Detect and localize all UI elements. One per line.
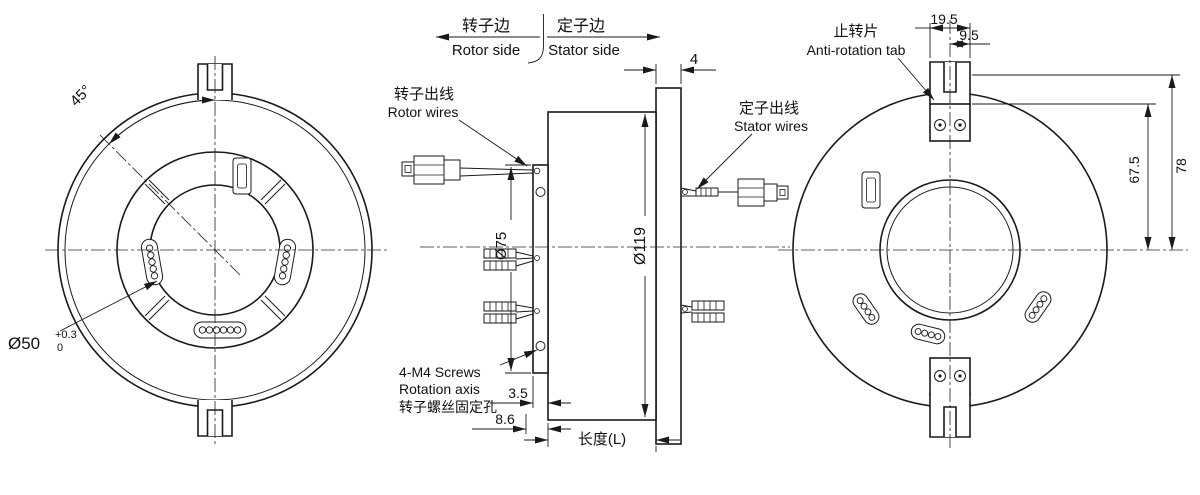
length-label: 长度(L): [578, 431, 626, 448]
stator-body: [547, 111, 657, 421]
stator-wires-group: [680, 178, 789, 323]
length-dim: 长度(L): [524, 423, 680, 452]
rotor-screw-bottom: [535, 341, 546, 351]
rotor-wires-leader: [458, 119, 528, 167]
bore-tolerance-lower: 0: [57, 342, 63, 354]
anti-rotation-tab-label-en: Anti-rotation tab: [807, 42, 906, 58]
tab-width-label: 19.5: [930, 11, 957, 27]
height-inner-label: 67.5: [1126, 156, 1142, 183]
screws-note-line3: 转子螺丝固定孔: [399, 399, 497, 415]
angle-dim-arc: [108, 96, 216, 145]
flange-thickness-dim: 4: [624, 51, 716, 84]
tab-half-label: 9.5: [959, 27, 979, 43]
stator-wires-label-en: Stator wires: [734, 118, 808, 134]
body-dia-label: Ø119: [632, 227, 649, 265]
hub-depth-dim: 8.6: [472, 411, 571, 434]
rotor-plate-dia-label: Ø75: [493, 232, 510, 260]
plate-thickness-dim: 3.5: [490, 376, 571, 408]
rear-view: 19.5 9.5 止转片 Anti-rotation tab 67.5 78: [778, 11, 1189, 448]
flange-thickness-label: 4: [690, 51, 698, 68]
bore-tolerance-upper: +0.3: [55, 329, 77, 341]
side-divider-line: [527, 14, 544, 64]
rotor-wires-label-en: Rotor wires: [388, 104, 459, 120]
tab-width-dims: 19.5 9.5: [915, 11, 990, 58]
rotor-side-label-cn: 转子边: [462, 17, 510, 35]
rotor-plate: [532, 164, 549, 374]
anti-rotation-tab-label-cn: 止转片: [833, 23, 878, 40]
rotor-wires-label-cn: 转子出线: [394, 86, 454, 103]
front-connector-window: [232, 157, 252, 195]
side-view: 转子边 Rotor side 定子边 Stator side 4 Ø75: [388, 14, 808, 452]
angle-dim-label: 45°: [67, 82, 95, 110]
side-annotation-header: 转子边 Rotor side 定子边 Stator side: [436, 14, 660, 64]
front-view: 45° Ø50 +0.3 0: [8, 56, 388, 444]
front-radial-slots: [144, 179, 286, 321]
body-dia-dim: Ø119: [632, 114, 649, 417]
front-centerlines: [45, 56, 388, 444]
rear-centerlines: [778, 20, 1188, 448]
rear-connector-window: [861, 171, 881, 209]
stator-wires-label-cn: 定子出线: [739, 100, 799, 117]
stator-wires-leader: [696, 133, 753, 190]
plate-thickness-label: 3.5: [508, 385, 528, 401]
bore-dim-leader: [59, 280, 158, 332]
front-pin-cluster-bottom: [193, 321, 247, 339]
rotor-wires-group: [401, 155, 541, 324]
anti-rotation-tab-leader: [897, 57, 935, 101]
height-outer-label: 78: [1173, 158, 1189, 174]
bore-dim-label: Ø50: [8, 334, 40, 353]
stator-side-label-cn: 定子边: [557, 17, 605, 35]
rotor-screw-top: [535, 187, 546, 197]
screws-note-line1: 4-M4 Screws: [399, 364, 481, 380]
rotor-side-label-en: Rotor side: [452, 42, 520, 59]
hub-depth-label: 8.6: [495, 411, 515, 427]
stator-side-label-en: Stator side: [548, 42, 620, 59]
height-dims: 67.5 78: [972, 74, 1189, 250]
screws-note-leader: [499, 349, 538, 366]
stator-flange: [655, 87, 682, 445]
screws-note-line2: Rotation axis: [399, 381, 480, 397]
